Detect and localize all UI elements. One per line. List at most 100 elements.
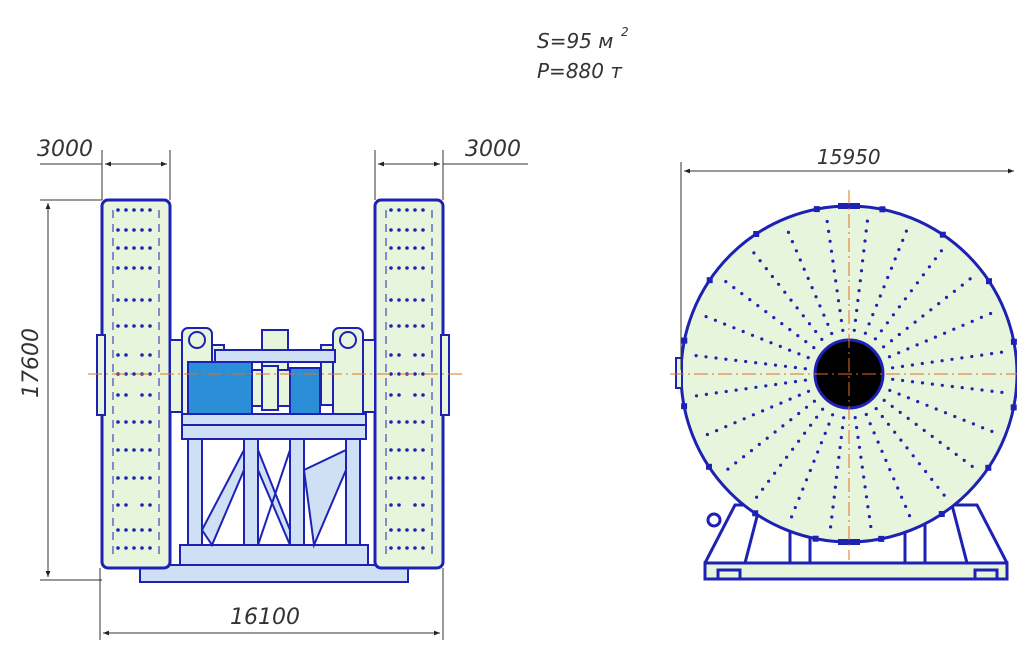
bolt-dot (116, 546, 120, 550)
bolt-dot (734, 388, 738, 392)
coupling (261, 365, 279, 411)
rim-tab (813, 206, 820, 213)
bolt-dot (970, 354, 974, 359)
dim-total-length (99, 568, 444, 640)
bolt-dot (920, 381, 925, 385)
bolt-dot (896, 486, 900, 490)
rim-tab (986, 278, 992, 285)
bolt-dot (788, 328, 792, 332)
bolt-dot (132, 298, 136, 302)
rim-tab (939, 231, 946, 238)
bolt-dot (862, 249, 866, 253)
bolt-dot (838, 445, 842, 450)
bolt-dot (944, 295, 949, 299)
bolt-dot (979, 315, 984, 319)
right-bearing (320, 327, 376, 419)
bolt-dot (804, 340, 808, 344)
bolt-dot (808, 468, 812, 473)
bolt-dot (140, 476, 144, 480)
bolt-dot (397, 298, 401, 302)
bolt-dot (938, 440, 942, 444)
bolt-dot (140, 324, 144, 328)
bolt-dot (389, 476, 393, 480)
bolt-dot (855, 425, 859, 430)
bolt-dot (783, 364, 788, 368)
bolt-dot (740, 292, 744, 296)
bolt-dot (773, 430, 777, 434)
bolt-dot (904, 504, 908, 508)
bolt-dot (884, 458, 888, 462)
bolt-dot (891, 377, 895, 381)
bolt-dot (397, 393, 401, 397)
bolt-dot (827, 422, 831, 426)
dim-left-width (40, 150, 171, 200)
bolt-dot (915, 281, 920, 285)
bolt-dot (421, 228, 425, 232)
bolt-dot (859, 269, 864, 273)
rim-tab (879, 206, 886, 213)
bolt-dot (421, 448, 425, 452)
bolt-dot (886, 275, 890, 280)
bolt-dot (865, 219, 870, 223)
bolt-dot (132, 246, 136, 250)
bolt-dot (882, 398, 886, 402)
rim-tabs (681, 206, 1017, 542)
bolt-dot (413, 228, 417, 232)
bolt-dot (148, 546, 152, 550)
bolt-dot (934, 407, 938, 411)
bolt-dot (922, 428, 926, 432)
rim-tab (878, 535, 885, 542)
bolt-dot (754, 361, 758, 365)
bolt-dot (783, 290, 787, 294)
bolt-dot (852, 328, 856, 332)
bolt-dot (899, 438, 903, 442)
rim-tab (1010, 338, 1017, 345)
bolt-dot (834, 279, 838, 283)
bolt-dot (413, 246, 417, 250)
bolt-dot (889, 266, 894, 270)
bolt-dot (140, 393, 144, 397)
bolt-dot (903, 297, 908, 301)
rim-tab (752, 510, 759, 517)
bolt-dot (914, 422, 918, 426)
bolt-dot (940, 359, 944, 363)
bolt-dot (820, 337, 824, 341)
bolt-dot (413, 324, 417, 328)
bolt-dot (778, 344, 782, 348)
bolt-dot (930, 360, 934, 364)
bolt-dot (116, 393, 120, 397)
bolt-dot (724, 425, 728, 429)
bolt-dot (970, 387, 974, 391)
bolt-dot (148, 448, 152, 452)
bolt-dot (971, 422, 976, 426)
bolt-dot (389, 324, 393, 328)
bolt-dot (389, 228, 393, 232)
bolt-dot (889, 339, 894, 343)
bolt-dot (910, 380, 915, 384)
bolt-dot (906, 347, 910, 351)
bolt-dot (962, 458, 966, 462)
bolt-dot (915, 343, 919, 347)
bolt-dot (857, 289, 861, 293)
bolt-dot (786, 230, 791, 234)
bolt-dot (893, 257, 897, 261)
bolt-dot (930, 434, 934, 438)
support-frame (181, 424, 367, 549)
bolt-dot (724, 357, 728, 361)
bolt-dot (875, 303, 879, 307)
bolt-dot (756, 304, 760, 308)
bolt-dot (810, 286, 814, 290)
bolt-dot (874, 407, 878, 411)
bolt-dot (116, 420, 120, 424)
bolt-dot (714, 356, 718, 360)
bolt-dot (789, 298, 793, 302)
bolt-dot (836, 465, 840, 469)
bolt-dot (814, 295, 818, 299)
bolt-dot (405, 246, 409, 250)
bolt-dot (148, 476, 152, 480)
rim-tab (812, 535, 819, 542)
bolt-dot (148, 353, 152, 357)
bolt-dot (124, 476, 128, 480)
bolt-dot (397, 246, 401, 250)
bolt-dot (838, 309, 842, 313)
